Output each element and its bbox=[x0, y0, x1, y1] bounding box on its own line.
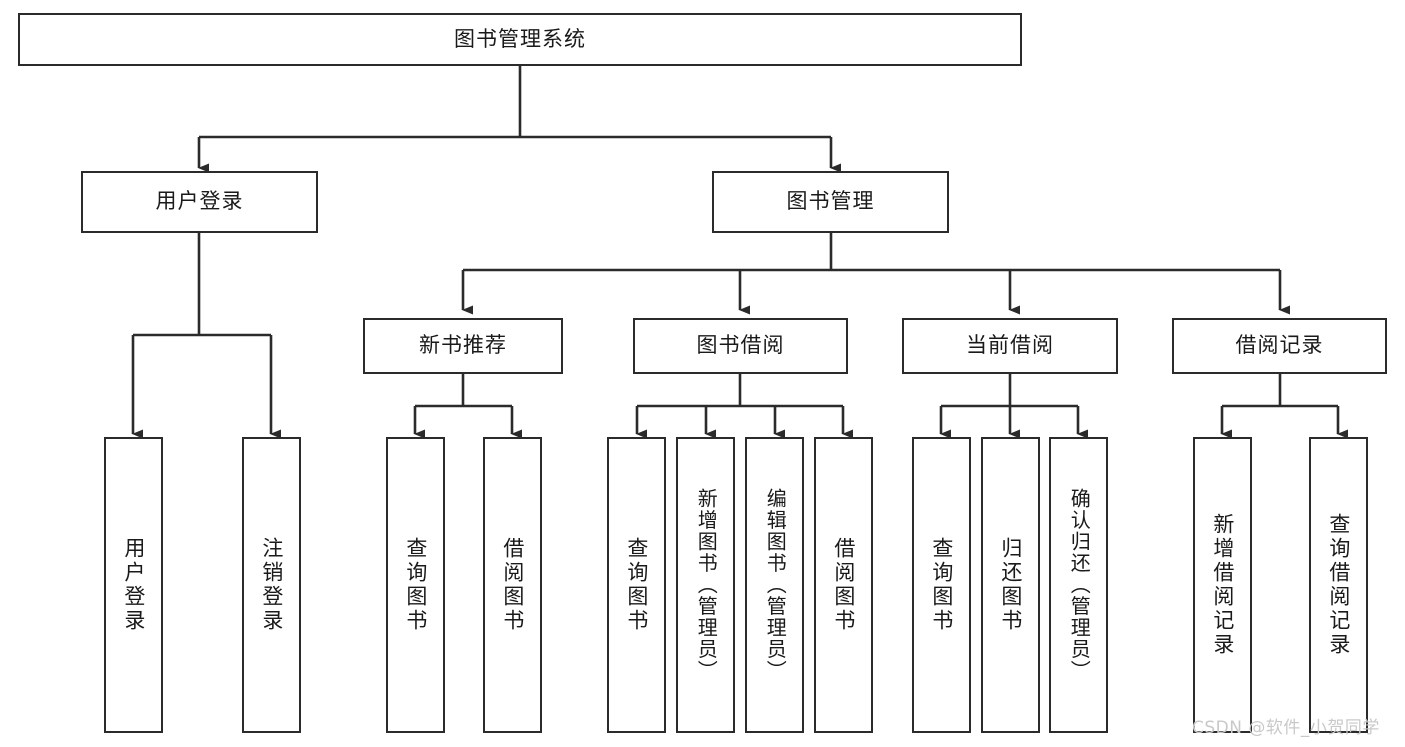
node-leaf-borrow-book-rec-label: 借阅图书 bbox=[500, 537, 525, 633]
node-root-label: 图书管理系统 bbox=[454, 26, 586, 51]
node-leaf-query-borrow-record-label: 查询借阅记录 bbox=[1326, 513, 1351, 657]
node-leaf-borrow-book-label: 借阅图书 bbox=[831, 537, 856, 633]
node-leaf-add-borrow-record-label: 新增借阅记录 bbox=[1210, 513, 1235, 657]
node-leaf-query-book-borrow[interactable]: 查询图书 bbox=[607, 437, 666, 733]
node-current-borrow-label: 当前借阅 bbox=[966, 333, 1054, 358]
node-leaf-edit-book-admin-label: 编辑图书（管理员） bbox=[763, 488, 788, 682]
node-book-borrow-label: 图书借阅 bbox=[696, 333, 785, 358]
node-new-book-recommend-label: 新书推荐 bbox=[419, 333, 507, 358]
node-leaf-logout-label: 注销登录 bbox=[259, 537, 284, 633]
node-root[interactable]: 图书管理系统 bbox=[18, 13, 1022, 66]
node-borrow-records-label: 借阅记录 bbox=[1235, 333, 1324, 358]
node-leaf-query-book-current-label: 查询图书 bbox=[929, 537, 954, 633]
node-borrow-records[interactable]: 借阅记录 bbox=[1172, 318, 1387, 374]
csdn-watermark: CSDN @软件_小贺同学 bbox=[1192, 718, 1380, 738]
node-book-borrow[interactable]: 图书借阅 bbox=[633, 318, 848, 374]
node-new-book-recommend[interactable]: 新书推荐 bbox=[363, 318, 563, 374]
node-leaf-query-book-rec[interactable]: 查询图书 bbox=[386, 437, 445, 733]
node-user-login[interactable]: 用户登录 bbox=[81, 171, 318, 233]
node-leaf-logout[interactable]: 注销登录 bbox=[242, 437, 301, 733]
node-leaf-add-book-admin-label: 新增图书（管理员） bbox=[694, 488, 719, 682]
node-leaf-query-book-current[interactable]: 查询图书 bbox=[912, 437, 971, 733]
node-leaf-add-book-admin[interactable]: 新增图书（管理员） bbox=[676, 437, 735, 733]
node-leaf-query-book-rec-label: 查询图书 bbox=[403, 537, 428, 633]
node-leaf-confirm-return-admin[interactable]: 确认归还（管理员） bbox=[1049, 437, 1108, 733]
node-leaf-query-book-borrow-label: 查询图书 bbox=[624, 537, 649, 633]
node-leaf-borrow-book-rec[interactable]: 借阅图书 bbox=[483, 437, 542, 733]
node-current-borrow[interactable]: 当前借阅 bbox=[902, 318, 1118, 374]
node-book-management[interactable]: 图书管理 bbox=[712, 171, 949, 233]
node-leaf-user-login-label: 用户登录 bbox=[121, 537, 146, 633]
node-leaf-return-book[interactable]: 归还图书 bbox=[981, 437, 1040, 733]
node-leaf-add-borrow-record[interactable]: 新增借阅记录 bbox=[1193, 437, 1252, 733]
node-leaf-user-login[interactable]: 用户登录 bbox=[104, 437, 163, 733]
node-leaf-return-book-label: 归还图书 bbox=[998, 537, 1023, 633]
node-book-management-label: 图书管理 bbox=[786, 189, 875, 214]
node-user-login-label: 用户登录 bbox=[155, 189, 244, 214]
node-leaf-edit-book-admin[interactable]: 编辑图书（管理员） bbox=[745, 437, 804, 733]
node-leaf-borrow-book[interactable]: 借阅图书 bbox=[814, 437, 873, 733]
node-leaf-query-borrow-record[interactable]: 查询借阅记录 bbox=[1309, 437, 1368, 733]
node-leaf-confirm-return-admin-label: 确认归还（管理员） bbox=[1067, 488, 1092, 682]
